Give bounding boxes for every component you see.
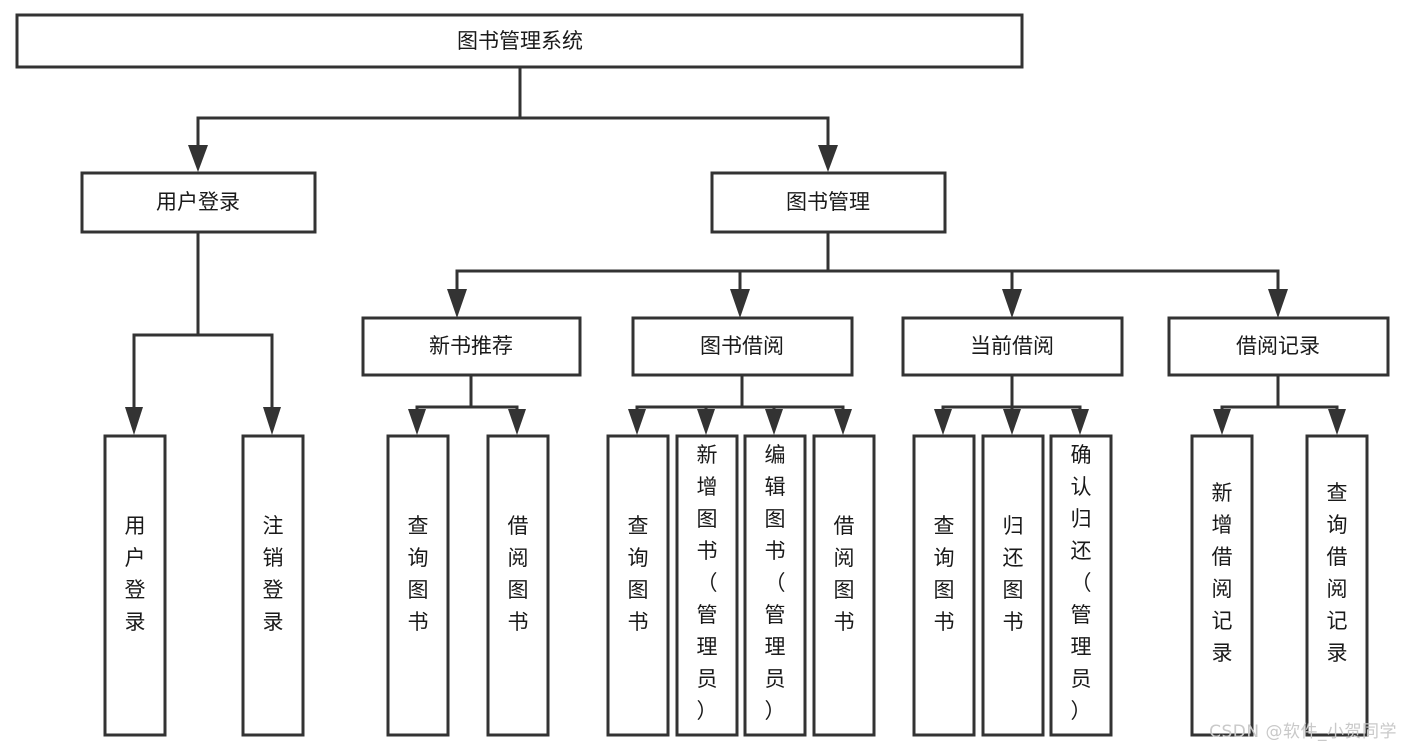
- node-label: 新书推荐: [429, 334, 513, 358]
- node-box-shape: [486, 434, 550, 737]
- leaf-node-borrow-book-rec[interactable]: 借阅图书: [486, 434, 550, 737]
- node-box-shape: [241, 434, 305, 737]
- connector-user-login-to-leaves: [125, 230, 281, 435]
- connector-book-borrow-to-leaves: [628, 373, 852, 435]
- leaf-node-return-book[interactable]: 归还图书: [981, 434, 1045, 737]
- node-box-shape: [675, 434, 739, 737]
- node-box-shape: [15, 13, 1024, 69]
- connector-borrow-record-to-leaves: [1213, 373, 1346, 435]
- node-box-shape: [1167, 316, 1390, 377]
- leaf-node-query-book-current[interactable]: 查询图书: [912, 434, 976, 737]
- connector-new-book-to-leaves: [408, 373, 526, 435]
- node-borrow-record[interactable]: 借阅记录: [1167, 316, 1390, 377]
- arrow-head-icon: [765, 409, 783, 435]
- leaf-node-borrow-book[interactable]: 借阅图书: [812, 434, 876, 737]
- arrow-head-icon: [818, 145, 838, 172]
- arrow-head-icon: [508, 409, 526, 435]
- node-label: 当前借阅: [970, 334, 1054, 358]
- node-box-shape: [1305, 434, 1369, 737]
- node-label: 图书借阅: [700, 334, 784, 358]
- leaf-node-query-book-borrow[interactable]: 查询图书: [606, 434, 670, 737]
- leaf-node-confirm-return-admin[interactable]: 确认归还（管理员）: [1049, 434, 1113, 737]
- node-box-shape: [1190, 434, 1254, 737]
- node-label: 借阅图书: [834, 514, 855, 634]
- arrow-head-icon: [1328, 409, 1346, 435]
- node-label: 注销登录: [263, 514, 284, 634]
- node-label: 编辑图书（管理员）: [765, 443, 786, 723]
- node-label: 用户登录: [156, 190, 240, 214]
- node-box-shape: [606, 434, 670, 737]
- node-box-shape: [912, 434, 976, 737]
- node-book-management[interactable]: 图书管理: [710, 171, 947, 234]
- arrow-head-icon: [263, 407, 281, 435]
- leaf-node-add-borrow-record[interactable]: 新增借阅记录: [1190, 434, 1254, 737]
- leaf-node-user-login[interactable]: 用户登录: [103, 434, 167, 737]
- node-label: 查询图书: [408, 514, 429, 634]
- node-box-shape: [103, 434, 167, 737]
- node-label: 查询借阅记录: [1327, 481, 1348, 665]
- arrow-head-icon: [125, 407, 143, 435]
- node-box-shape: [361, 316, 582, 377]
- node-label: 归还图书: [1003, 514, 1024, 634]
- node-box-shape: [710, 171, 947, 234]
- arrow-head-icon: [1002, 289, 1022, 318]
- arrow-head-icon: [628, 409, 646, 435]
- leaf-node-edit-book-admin[interactable]: 编辑图书（管理员）: [743, 434, 807, 737]
- node-root-system[interactable]: 图书管理系统: [15, 13, 1024, 69]
- node-current-borrow[interactable]: 当前借阅: [901, 316, 1124, 377]
- leaf-node-query-borrow-record[interactable]: 查询借阅记录: [1305, 434, 1369, 737]
- node-box-shape: [981, 434, 1045, 737]
- arrow-head-icon: [1071, 409, 1089, 435]
- node-book-borrow[interactable]: 图书借阅: [631, 316, 854, 377]
- arrow-head-icon: [408, 409, 426, 435]
- connector-book-mgmt-to-level3: [447, 230, 1288, 318]
- leaf-node-query-book-rec[interactable]: 查询图书: [386, 434, 450, 737]
- arrow-head-icon: [447, 289, 467, 318]
- node-label: 查询图书: [628, 514, 649, 634]
- node-box-shape: [812, 434, 876, 737]
- node-label: 查询图书: [934, 514, 955, 634]
- csdn-watermark: CSDN @软件_小贺同学: [1209, 722, 1397, 742]
- arrow-head-icon: [697, 409, 715, 435]
- arrow-head-icon: [188, 145, 208, 172]
- node-label: 图书管理系统: [457, 29, 583, 53]
- node-box-shape: [631, 316, 854, 377]
- node-box-shape: [80, 171, 317, 234]
- node-label: 新增借阅记录: [1212, 481, 1233, 665]
- arrow-head-icon: [1213, 409, 1231, 435]
- node-box-shape: [901, 316, 1124, 377]
- connector-root-to-level2: [188, 65, 838, 172]
- leaf-node-add-book-admin[interactable]: 新增图书（管理员）: [675, 434, 739, 737]
- node-new-book-recommend[interactable]: 新书推荐: [361, 316, 582, 377]
- node-box-shape: [386, 434, 450, 737]
- node-label: 用户登录: [125, 514, 146, 634]
- arrow-head-icon: [1003, 409, 1021, 435]
- arrow-head-icon: [1268, 289, 1288, 318]
- node-label: 借阅记录: [1236, 334, 1320, 358]
- arrow-head-icon: [730, 289, 750, 318]
- node-box-shape: [1049, 434, 1113, 737]
- connector-current-borrow-to-leaves: [934, 373, 1089, 435]
- node-user-login[interactable]: 用户登录: [80, 171, 317, 234]
- node-label: 借阅图书: [508, 514, 529, 634]
- arrow-head-icon: [934, 409, 952, 435]
- arrow-head-icon: [834, 409, 852, 435]
- node-box-shape: [743, 434, 807, 737]
- leaf-node-logout[interactable]: 注销登录: [241, 434, 305, 737]
- node-label: 新增图书（管理员）: [697, 443, 718, 723]
- node-label: 确认归还（管理员）: [1071, 443, 1092, 723]
- node-label: 图书管理: [786, 190, 870, 214]
